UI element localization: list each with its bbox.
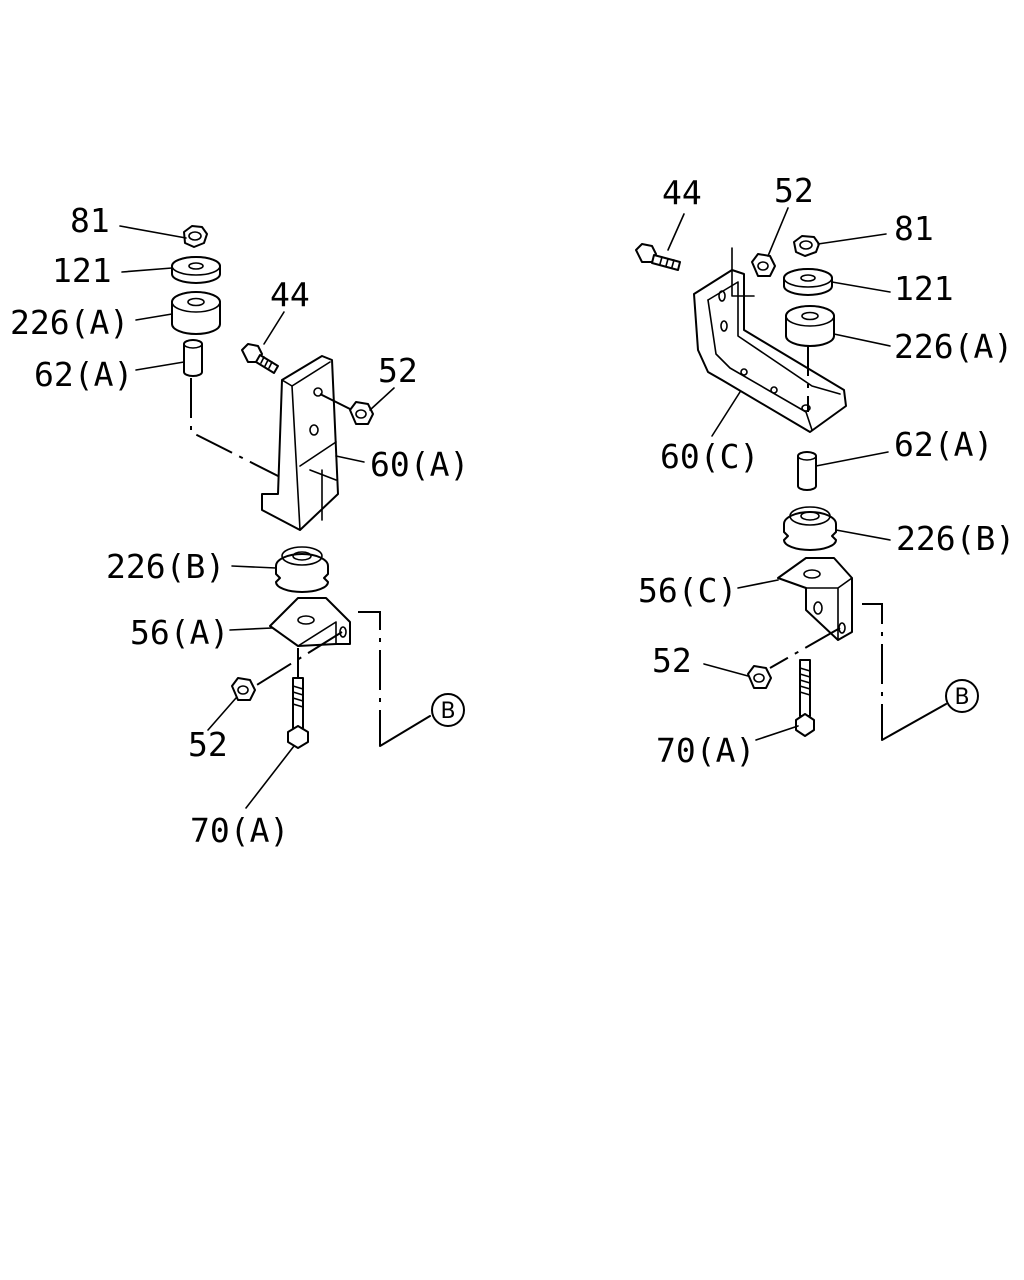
right-bracket-60c (693, 247, 847, 433)
right-bolt-70a (795, 659, 815, 737)
left-nut-52-lower (231, 677, 256, 701)
left-label-52-upper: 52 (378, 351, 418, 390)
right-label-60c: 60(C) (660, 437, 759, 476)
left-collar-62a (183, 339, 203, 377)
right-bolt-44 (635, 243, 681, 271)
left-label-226b: 226(B) (106, 547, 225, 586)
left-cushion-226b (275, 546, 329, 593)
left-label-56a: 56(A) (130, 613, 229, 652)
left-bolt-44 (241, 343, 279, 374)
right-label-81: 81 (894, 209, 934, 248)
right-cushion-226b (783, 506, 837, 551)
right-label-121: 121 (894, 269, 954, 308)
left-bolt-70a (287, 677, 309, 749)
right-label-226b: 226(B) (896, 519, 1015, 558)
left-label-121: 121 (52, 251, 112, 290)
right-cushion-226a (785, 305, 835, 347)
right-washer-121 (783, 268, 833, 296)
left-label-60a: 60(A) (370, 445, 469, 484)
left-nut-52-upper (349, 401, 374, 425)
left-cushion-226a (171, 291, 221, 335)
right-label-56c: 56(C) (638, 571, 737, 610)
left-bracket-56a (269, 597, 351, 647)
left-nut-81 (183, 225, 208, 248)
left-label-52-lower: 52 (188, 725, 228, 764)
left-ref-b-label: B (440, 699, 455, 724)
right-collar-62a (797, 451, 817, 491)
right-label-44: 44 (662, 173, 702, 212)
right-ref-b-callout: B (945, 679, 979, 713)
right-assembly: B 44 52 81 121 226(A) 60(C) 62(A) 226(B)… (635, 171, 1015, 770)
left-label-226a: 226(A) (10, 303, 129, 342)
left-assembly: B 81 121 226(A) 62(A) 44 52 60(A) 226(B)… (10, 201, 469, 850)
right-bracket-56c (777, 557, 853, 641)
left-label-70a: 70(A) (190, 811, 289, 850)
left-bracket-60a (261, 355, 339, 531)
right-nut-52-upper (751, 253, 776, 277)
left-label-81: 81 (70, 201, 110, 240)
left-label-62a: 62(A) (34, 355, 133, 394)
right-label-52-lower: 52 (652, 641, 692, 680)
right-label-70a: 70(A) (656, 731, 755, 770)
right-nut-52-lower (747, 665, 772, 689)
left-label-44: 44 (270, 275, 310, 314)
right-label-226a: 226(A) (894, 327, 1013, 366)
left-ref-b-callout: B (431, 693, 465, 727)
left-washer-121 (171, 256, 221, 284)
right-ref-b-label: B (954, 685, 969, 710)
right-label-52-upper: 52 (774, 171, 814, 210)
right-label-62a: 62(A) (894, 425, 993, 464)
right-nut-81 (793, 235, 820, 257)
